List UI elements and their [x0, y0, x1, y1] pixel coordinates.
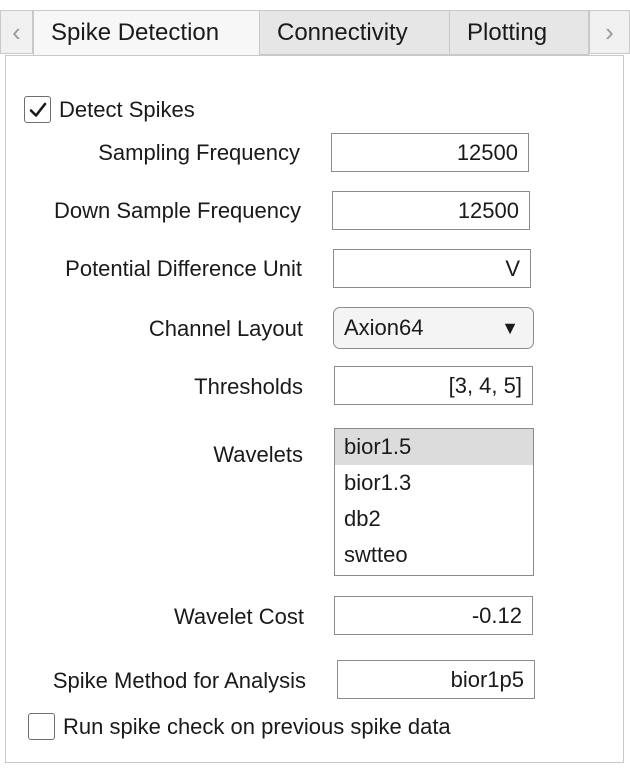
potential-difference-unit-field[interactable]: V [333, 249, 531, 288]
list-item[interactable]: bior1.5 [335, 429, 533, 465]
wavelets-listbox[interactable]: bior1.5 bior1.3 db2 swtteo [334, 428, 534, 576]
sampling-frequency-field[interactable]: 12500 [331, 133, 529, 172]
tab-bar: ‹ Spike Detection Connectivity Plotting … [0, 10, 630, 56]
tab-label: Spike Detection [51, 19, 220, 46]
wavelet-cost-label: Wavelet Cost [173, 604, 304, 629]
potential-difference-unit-label: Potential Difference Unit [65, 256, 302, 281]
wavelet-cost-field[interactable]: -0.12 [334, 596, 533, 635]
checkmark-icon [29, 102, 46, 117]
spike-detection-panel [5, 55, 624, 763]
tab-label: Plotting [467, 19, 548, 46]
run-spike-check-checkbox[interactable] [28, 713, 55, 740]
down-sample-frequency-label: Down Sample Frequency [53, 198, 301, 223]
tab-scroll-left-button[interactable]: ‹ [0, 10, 33, 54]
list-item[interactable]: db2 [344, 506, 381, 531]
thresholds-label: Thresholds [194, 374, 303, 399]
tab-label: Connectivity [277, 19, 408, 46]
detect-spikes-checkbox[interactable] [24, 96, 51, 123]
channel-layout-label: Channel Layout [148, 316, 303, 341]
chevron-right-icon: › [605, 16, 614, 47]
run-spike-check-label: Run spike check on previous spike data [63, 714, 451, 739]
channel-layout-selected: Axion64 [344, 315, 424, 340]
tab-spike-detection[interactable]: Spike Detection [33, 10, 260, 56]
tab-connectivity[interactable]: Connectivity [259, 10, 450, 55]
chevron-left-icon: ‹ [12, 16, 21, 47]
triangle-down-icon: ▼ [501, 318, 519, 338]
channel-layout-dropdown[interactable]: Axion64 ▼ [333, 307, 534, 349]
tab-plotting[interactable]: Plotting [449, 10, 589, 55]
thresholds-field[interactable]: [3, 4, 5] [334, 366, 533, 405]
list-item[interactable]: swtteo [344, 542, 408, 567]
down-sample-frequency-field[interactable]: 12500 [332, 191, 530, 230]
detect-spikes-label: Detect Spikes [59, 97, 195, 122]
wavelets-label: Wavelets [213, 442, 303, 467]
spike-method-field[interactable]: bior1p5 [337, 660, 535, 699]
sampling-frequency-label: Sampling Frequency [98, 140, 300, 165]
list-item[interactable]: bior1.3 [344, 470, 412, 495]
tab-scroll-right-button[interactable]: › [589, 10, 630, 54]
spike-method-label: Spike Method for Analysis [52, 668, 306, 693]
